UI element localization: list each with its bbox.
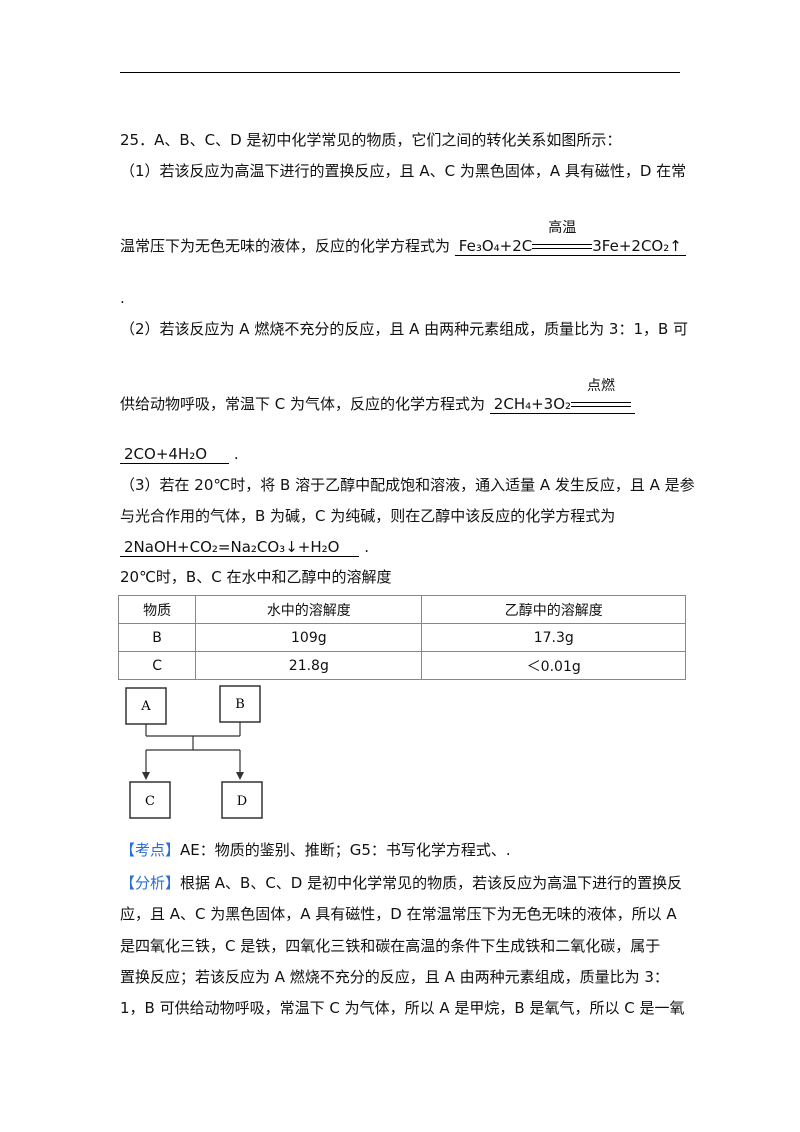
kaodian-line: 【考点】AE：物质的鉴别、推断；G5：书写化学方程式、. (120, 840, 511, 860)
fenxi-line1: 【分析】根据 A、B、C、D 是初中化学常见的物质，若该反应为高温下进行的置换反 (120, 873, 682, 893)
header-rule (120, 72, 680, 73)
part2-line2: 供给动物呼吸，常温下 C 为气体，反应的化学方程式为 2CH₄+3O₂ 点燃 (120, 378, 636, 414)
table-header-row: 物质 水中的溶解度 乙醇中的溶解度 (117, 595, 686, 624)
table-cell: B (117, 623, 197, 652)
part1-line1: （1）若该反应为高温下进行的置换反应，且 A、C 为黑色固体，A 具有磁性，D … (120, 162, 687, 180)
part1-condition: 高温 (532, 220, 593, 255)
table-header: 水中的溶解度 (195, 595, 423, 624)
fenxi-line3: 是四氧化三铁，C 是铁，四氧化三铁和碳在高温的条件下生成铁和二氧化碳，属于 (120, 937, 661, 955)
solubility-table: 物质 水中的溶解度 乙醇中的溶解度 B 109g 17.3g C 21.8g ＜… (117, 595, 686, 680)
label-b: B (235, 697, 245, 712)
arrow-down-icon (236, 772, 244, 780)
label-a: A (140, 699, 151, 714)
part1-end: . (120, 289, 125, 307)
part1-eq-left: Fe₃O₄+2C (458, 237, 533, 255)
part3-end: . (364, 538, 369, 556)
part2-end: . (233, 445, 239, 463)
part2-condition-text: 点燃 (587, 378, 616, 394)
table-caption: 20℃时，B、C 在水中和乙醇中的溶解度 (120, 568, 392, 586)
part2-condition: 点燃 (571, 378, 632, 413)
table-row: B 109g 17.3g (117, 623, 686, 652)
part3-line3: 2NaOH+CO₂=Na₂CO₃↓+H₂O . (120, 537, 369, 557)
table-header: 物质 (117, 595, 197, 624)
double-line (532, 244, 593, 249)
kaodian-tag: 【考点】 (120, 841, 181, 859)
fenxi-tag: 【分析】 (120, 874, 181, 892)
table-cell: C (117, 651, 197, 680)
part1-answer: Fe₃O₄+2C 高温 3Fe+2CO₂↑ (454, 220, 686, 256)
part2-text: 供给动物呼吸，常温下 C 为气体，反应的化学方程式为 (120, 395, 486, 413)
box-d (221, 781, 263, 819)
reaction-diagram: A B C D (125, 685, 263, 819)
double-line (571, 402, 632, 407)
fenxi-line2: 应，且 A、C 为黑色固体，A 具有磁性，D 在常温常压下为无色无味的液体，所以… (120, 905, 677, 923)
part1-line2: 温常压下为无色无味的液体，反应的化学方程式为 Fe₃O₄+2C 高温 3Fe+2CO… (120, 220, 686, 256)
fenxi-text: 根据 A、B、C、D 是初中化学常见的物质，若该反应为高温下进行的置换反 (180, 874, 683, 892)
part2-answer-left: 2CH₄+3O₂ 点燃 (489, 378, 636, 414)
table-cell: 17.3g (421, 623, 686, 652)
part3-answer: 2NaOH+CO₂=Na₂CO₃↓+H₂O (120, 538, 360, 557)
kaodian-text: AE：物质的鉴别、推断；G5：书写化学方程式、. (180, 841, 511, 859)
part3-line1: （3）若在 20℃时，将 B 溶于乙醇中配成饱和溶液，通入适量 A 发生反应，且… (120, 476, 695, 494)
table-row: C 21.8g ＜0.01g (117, 651, 686, 680)
part3-line2: 与光合作用的气体，B 为碱，C 为纯碱，则在乙醇中该反应的化学方程式为 (120, 507, 616, 525)
part2-line1: （2）若该反应为 A 燃烧不充分的反应，且 A 由两种元素组成，质量比为 3：1… (120, 320, 689, 338)
arrow-down-icon (142, 772, 150, 780)
part1-condition-text: 高温 (548, 220, 577, 236)
part2-eq-right: 2CO+4H₂O (120, 445, 230, 464)
fenxi-line4: 置换反应；若该反应为 A 燃烧不充分的反应，且 A 由两种元素组成，质量比为 3… (120, 968, 669, 986)
part1-text: 温常压下为无色无味的液体，反应的化学方程式为 (120, 237, 451, 255)
label-c: C (145, 794, 155, 809)
box-c (129, 781, 171, 819)
part1-eq-right: 3Fe+2CO₂↑ (592, 237, 682, 255)
part2-line3: 2CO+4H₂O . (120, 444, 239, 464)
question-heading: 25．A、B、C、D 是初中化学常见的物质，它们之间的转化关系如图所示： (120, 131, 622, 149)
fenxi-line5: 1，B 可供给动物呼吸，常温下 C 为气体，所以 A 是甲烷，B 是氧气，所以 … (120, 999, 685, 1017)
table-cell: 109g (195, 623, 423, 652)
table-header: 乙醇中的溶解度 (421, 595, 686, 624)
part2-eq-left: 2CH₄+3O₂ (493, 395, 572, 413)
label-d: D (237, 794, 247, 809)
table-cell: 21.8g (195, 651, 423, 680)
table-cell: ＜0.01g (421, 651, 686, 680)
